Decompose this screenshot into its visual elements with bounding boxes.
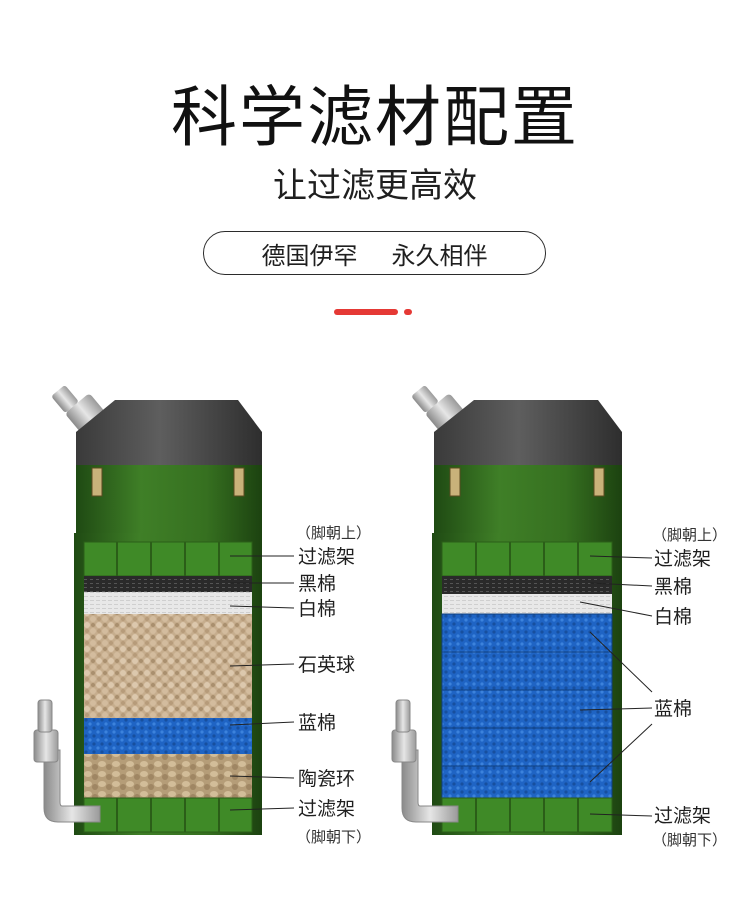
left-label-quartz: 石英球 <box>298 654 355 676</box>
left-filter <box>33 386 295 835</box>
right-label-white-sponge: 白棉 <box>654 606 692 628</box>
left-label-bottom-rack: 过滤架 <box>298 798 355 820</box>
accent-dot <box>404 309 412 315</box>
right-filter <box>391 386 653 835</box>
left-bottom-rack <box>83 797 253 833</box>
page-title: 科学滤材配置 <box>171 79 579 156</box>
left-label-top-rack: 过滤架 <box>298 546 355 568</box>
left-quartz-balls <box>84 614 252 718</box>
right-top-note: （脚朝上） <box>652 526 727 544</box>
right-bottom-pipe <box>391 699 459 823</box>
left-ceramic-rings <box>84 754 252 798</box>
right-white-sponge <box>442 594 612 614</box>
left-bottom-pipe <box>33 699 101 823</box>
slogan-right: 永久相伴 <box>391 241 488 270</box>
left-leaders <box>229 555 295 811</box>
slogan-left: 德国伊罕 <box>261 241 358 270</box>
left-label-white-sponge: 白棉 <box>298 598 336 620</box>
left-bottom-note: （脚朝下） <box>296 828 371 846</box>
right-label-black-sponge: 黑棉 <box>654 576 692 598</box>
right-label-top-rack: 过滤架 <box>654 548 711 570</box>
right-leaders <box>579 555 653 817</box>
left-label-black-sponge: 黑棉 <box>298 573 336 595</box>
right-black-sponge <box>442 576 612 594</box>
filter-diagram: （脚朝上） 过滤架 黑棉 白棉 石英球 蓝棉 陶瓷环 过滤架 （脚朝下） <box>33 386 727 849</box>
right-bottom-rack <box>441 797 613 833</box>
slogan-pill: 德国伊罕 永久相伴 <box>203 231 546 275</box>
left-black-sponge <box>84 576 252 592</box>
page-subtitle: 让过滤更高效 <box>273 166 477 206</box>
left-cap <box>76 400 262 465</box>
right-shoulder <box>434 465 622 533</box>
right-label-blue-sponge: 蓝棉 <box>654 698 692 720</box>
left-shoulder <box>76 465 262 533</box>
accent-bar <box>334 309 398 315</box>
right-top-rack <box>441 541 613 577</box>
left-top-rack <box>83 541 253 577</box>
left-label-ceramic: 陶瓷环 <box>298 768 355 790</box>
left-blue-sponge <box>84 718 252 754</box>
right-label-bottom-rack: 过滤架 <box>654 805 711 827</box>
left-white-sponge <box>84 592 252 614</box>
left-label-blue-sponge: 蓝棉 <box>298 712 336 734</box>
right-bottom-note: （脚朝下） <box>652 831 727 849</box>
left-top-note: （脚朝上） <box>296 524 371 542</box>
right-blue-sponges <box>441 613 613 799</box>
right-cap <box>434 400 622 465</box>
